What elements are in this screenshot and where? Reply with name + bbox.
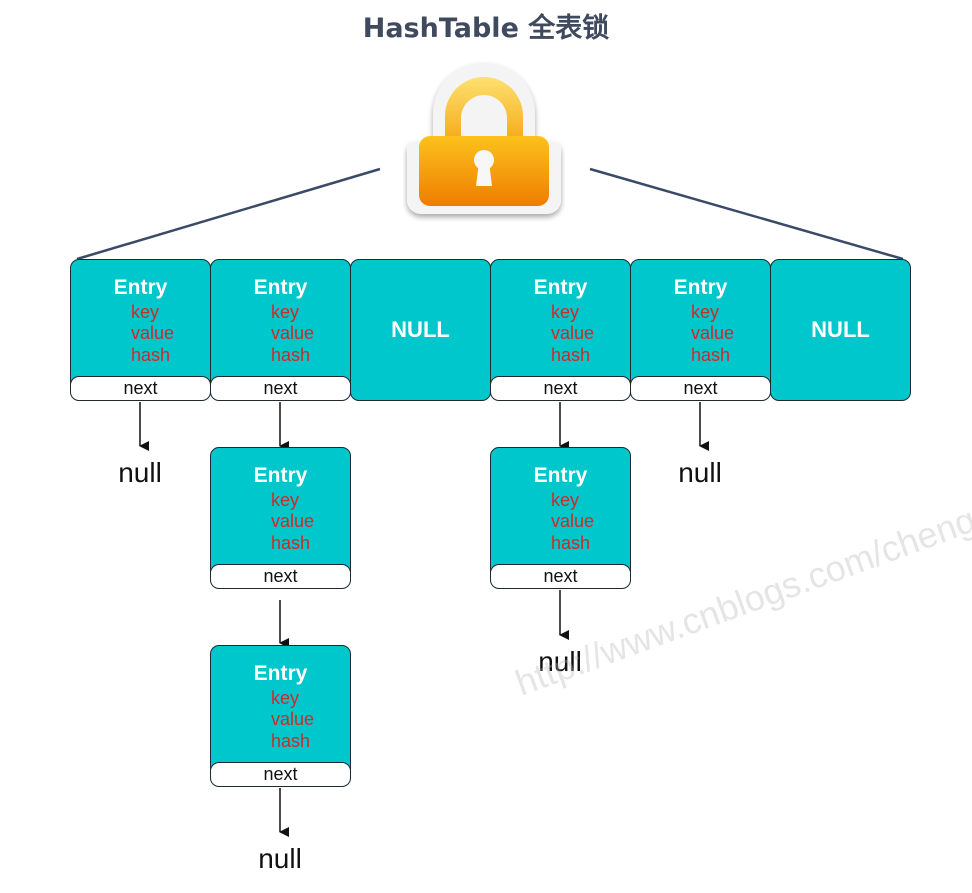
null-bucket-label: NULL [391, 317, 450, 342]
bucket-2-chain-entry-2: Entry key value hash next [210, 447, 351, 589]
bucket-2-entry: Entry key value hash next [210, 259, 351, 401]
entry-field-key: key [271, 302, 300, 322]
entry-field-key: key [551, 302, 580, 322]
entry-field-hash: hash [551, 345, 591, 365]
entry-next-pointer: next [211, 376, 350, 400]
entry-field-key: key [691, 302, 720, 322]
entry-header: Entry [253, 464, 308, 487]
entry-next-pointer: next [491, 376, 630, 400]
null-terminator-bucket-5: null [678, 457, 722, 488]
padlock-icon [403, 62, 565, 222]
null-bucket-label: NULL [811, 317, 870, 342]
entry-field-value: value [271, 709, 315, 729]
entry-field-hash: hash [551, 533, 591, 553]
entry-field-value: value [551, 511, 595, 531]
null-terminator-bucket-1: null [118, 457, 162, 488]
entry-next-pointer: next [71, 376, 210, 400]
bucket-3-null: NULL [350, 259, 491, 401]
entry-header: Entry [113, 276, 168, 299]
entry-next-pointer: next [211, 762, 350, 786]
diagram-title: HashTable 全表锁 [362, 13, 610, 44]
lock-line-right [589, 167, 904, 261]
entry-field-hash: hash [691, 345, 731, 365]
entry-field-value: value [691, 323, 735, 343]
entry-field-value: value [271, 323, 315, 343]
entry-field-hash: hash [271, 345, 311, 365]
bucket-2-chain-entry-3: Entry key value hash next [210, 645, 351, 787]
null-terminator-bucket-4-chain: null [538, 646, 582, 677]
entry-header: Entry [533, 276, 588, 299]
entry-header: Entry [673, 276, 728, 299]
entry-field-hash: hash [271, 533, 311, 553]
null-terminator-bucket-2-chain: null [258, 843, 302, 874]
entry-field-key: key [271, 490, 300, 510]
entry-next-pointer: next [211, 564, 350, 588]
entry-field-hash: hash [131, 345, 171, 365]
entry-field-key: key [551, 490, 580, 510]
bucket-4-entry: Entry key value hash next [490, 259, 631, 401]
bucket-1-entry: Entry key value hash next [70, 259, 211, 401]
entry-header: Entry [533, 464, 588, 487]
entry-field-key: key [131, 302, 160, 322]
bucket-4-chain-entry-2: Entry key value hash next [490, 447, 631, 589]
entry-next-pointer: next [491, 564, 630, 588]
bucket-6-null: NULL [770, 259, 911, 401]
entry-header: Entry [253, 662, 308, 685]
entry-field-value: value [551, 323, 595, 343]
entry-field-hash: hash [271, 731, 311, 751]
entry-field-value: value [131, 323, 175, 343]
entry-header: Entry [253, 276, 308, 299]
lock-line-left [76, 167, 381, 261]
bucket-5-entry: Entry key value hash next [630, 259, 771, 401]
entry-next-pointer: next [631, 376, 770, 400]
entry-field-value: value [271, 511, 315, 531]
entry-field-key: key [271, 688, 300, 708]
